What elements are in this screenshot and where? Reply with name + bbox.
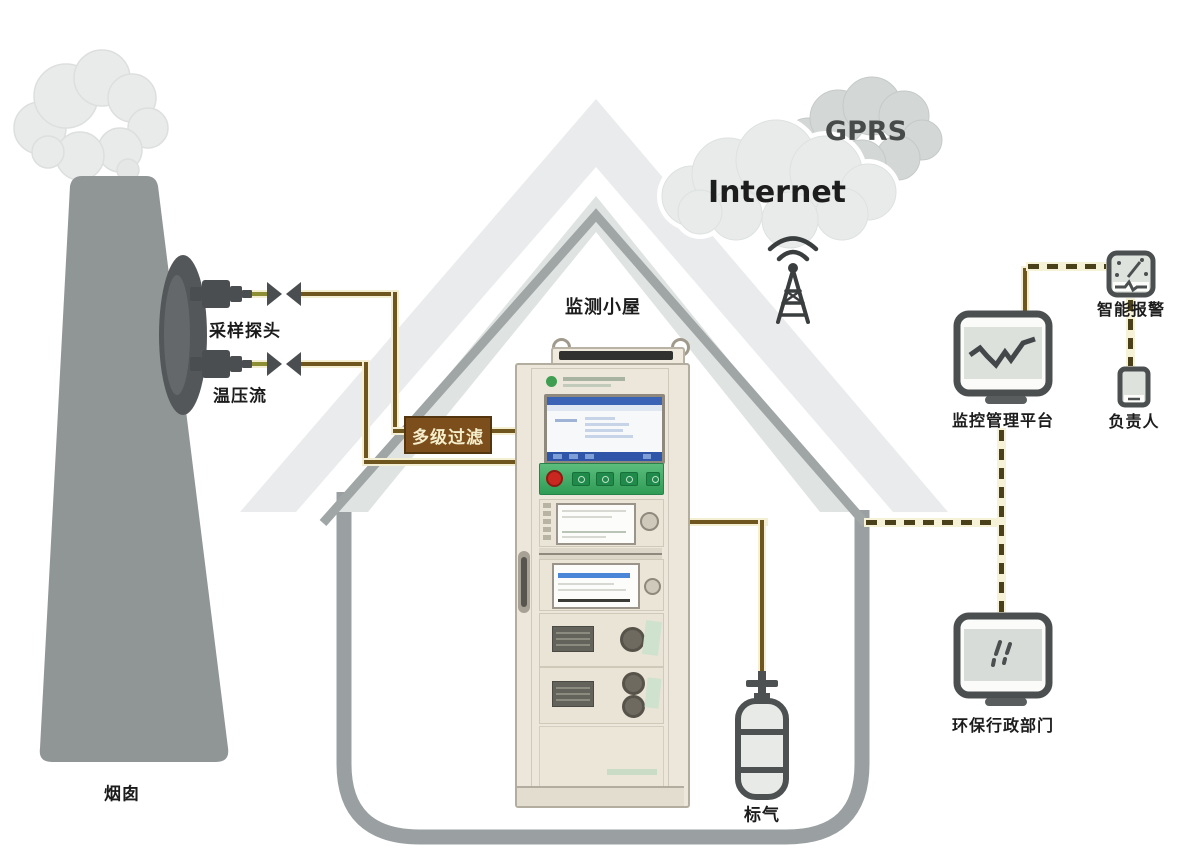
- valve-icon-bottom: [267, 352, 301, 376]
- module-button: [543, 511, 551, 516]
- cabinet-handle-grip: [521, 557, 527, 607]
- screen-row: [585, 417, 615, 420]
- cylinder-label: 标气: [744, 805, 780, 826]
- platform-monitor-stand: [985, 396, 1027, 404]
- epa-monitor-icon: [953, 612, 1053, 699]
- module-button: [543, 535, 551, 540]
- module-4-display: [552, 681, 594, 707]
- cabinet-rail: [539, 548, 662, 559]
- screen-row: [555, 419, 577, 422]
- cabinet-logo-icon: [546, 376, 557, 387]
- gprs-label: GPRS: [825, 116, 907, 147]
- cabinet-touchscreen: [544, 394, 665, 464]
- smokestack-icon: [39, 176, 229, 762]
- module-2-display: [552, 563, 640, 609]
- stack-label: 烟囱: [104, 784, 140, 805]
- cabinet-base: [517, 786, 684, 806]
- power-button: [546, 470, 563, 487]
- standard-gas-cylinder-icon: [735, 671, 789, 800]
- person-label: 负责人: [1108, 412, 1160, 431]
- screen-row: [585, 423, 629, 426]
- module-3-knob: [620, 627, 645, 652]
- module-3-display: [552, 626, 594, 652]
- module-button: [543, 519, 551, 524]
- sampling-probe-label: 采样探头: [209, 321, 281, 342]
- module-4-knob-top: [622, 672, 645, 695]
- platform-monitor-icon: [953, 310, 1053, 397]
- cabinet-top-bar-inner: [559, 351, 673, 360]
- tpf-line-to-cabinet: [364, 460, 516, 464]
- platform-label: 监控管理平台: [951, 411, 1055, 430]
- tpf-line-v1: [364, 362, 368, 464]
- antenna-icon: [767, 236, 819, 324]
- epa-monitor-stand: [985, 698, 1027, 706]
- alarm-dial-icon: [1106, 250, 1156, 298]
- screen-titlebar: [547, 397, 662, 405]
- keypad-button: [646, 472, 660, 486]
- alarm-label: 智能报警: [1096, 300, 1166, 319]
- screen-menubar: [547, 405, 662, 411]
- platform-to-epa-dash: [999, 430, 1004, 616]
- screen-statusbar: [547, 452, 662, 461]
- alarm-to-person-dash: [1128, 300, 1133, 366]
- screen-tick: [585, 454, 594, 459]
- internet-label: Internet: [708, 175, 846, 210]
- screen-row: [585, 435, 633, 438]
- screen-tick: [569, 454, 578, 459]
- smoke-cloud-icon: [13, 49, 169, 192]
- cylinder-line-v: [760, 520, 764, 676]
- tpf-probe-label: 温压流: [213, 386, 267, 407]
- screen-tick: [553, 454, 562, 459]
- screen-row: [585, 429, 623, 432]
- tpf-probe-icon: [190, 350, 252, 378]
- platform-uplink-stub: [1023, 268, 1027, 314]
- cabin-to-network-dash: [866, 520, 1004, 525]
- probe-connector-bottom: [246, 362, 268, 366]
- tpf-line-h1: [300, 362, 368, 366]
- module-button: [543, 503, 551, 508]
- cabin-label: 监测小屋: [565, 297, 641, 318]
- cabinet-logo-subtext-line: [563, 384, 611, 387]
- multi-stage-filter-box: 多级过滤: [404, 416, 492, 454]
- cylinder-line-h: [688, 520, 766, 524]
- valve-icon-top: [267, 282, 301, 306]
- sample-line-h1: [300, 292, 397, 296]
- keypad-button: [572, 472, 590, 486]
- module-1-knob: [640, 512, 659, 531]
- internet-cloud-icon: [661, 119, 897, 249]
- keypad-button: [596, 472, 614, 486]
- module-1-display: [556, 503, 636, 545]
- filter-label: 多级过滤: [412, 427, 484, 448]
- keypad-button: [620, 472, 638, 486]
- probe-connector-top: [246, 292, 268, 296]
- epa-label: 环保行政部门: [951, 716, 1055, 735]
- smartphone-icon: [1117, 366, 1151, 408]
- screen-tick: [643, 454, 651, 459]
- sample-line-v1: [393, 292, 397, 433]
- platform-to-alarm-dash: [1028, 264, 1106, 269]
- cabinet-bottom-panel: [539, 726, 664, 788]
- cabinet-logo-text-line: [563, 377, 625, 381]
- module-4-knob-bottom: [622, 695, 645, 718]
- cabin-walls: [336, 492, 870, 845]
- sampling-probe-icon: [190, 280, 252, 308]
- module-button: [543, 527, 551, 532]
- module-2-knob: [644, 578, 661, 595]
